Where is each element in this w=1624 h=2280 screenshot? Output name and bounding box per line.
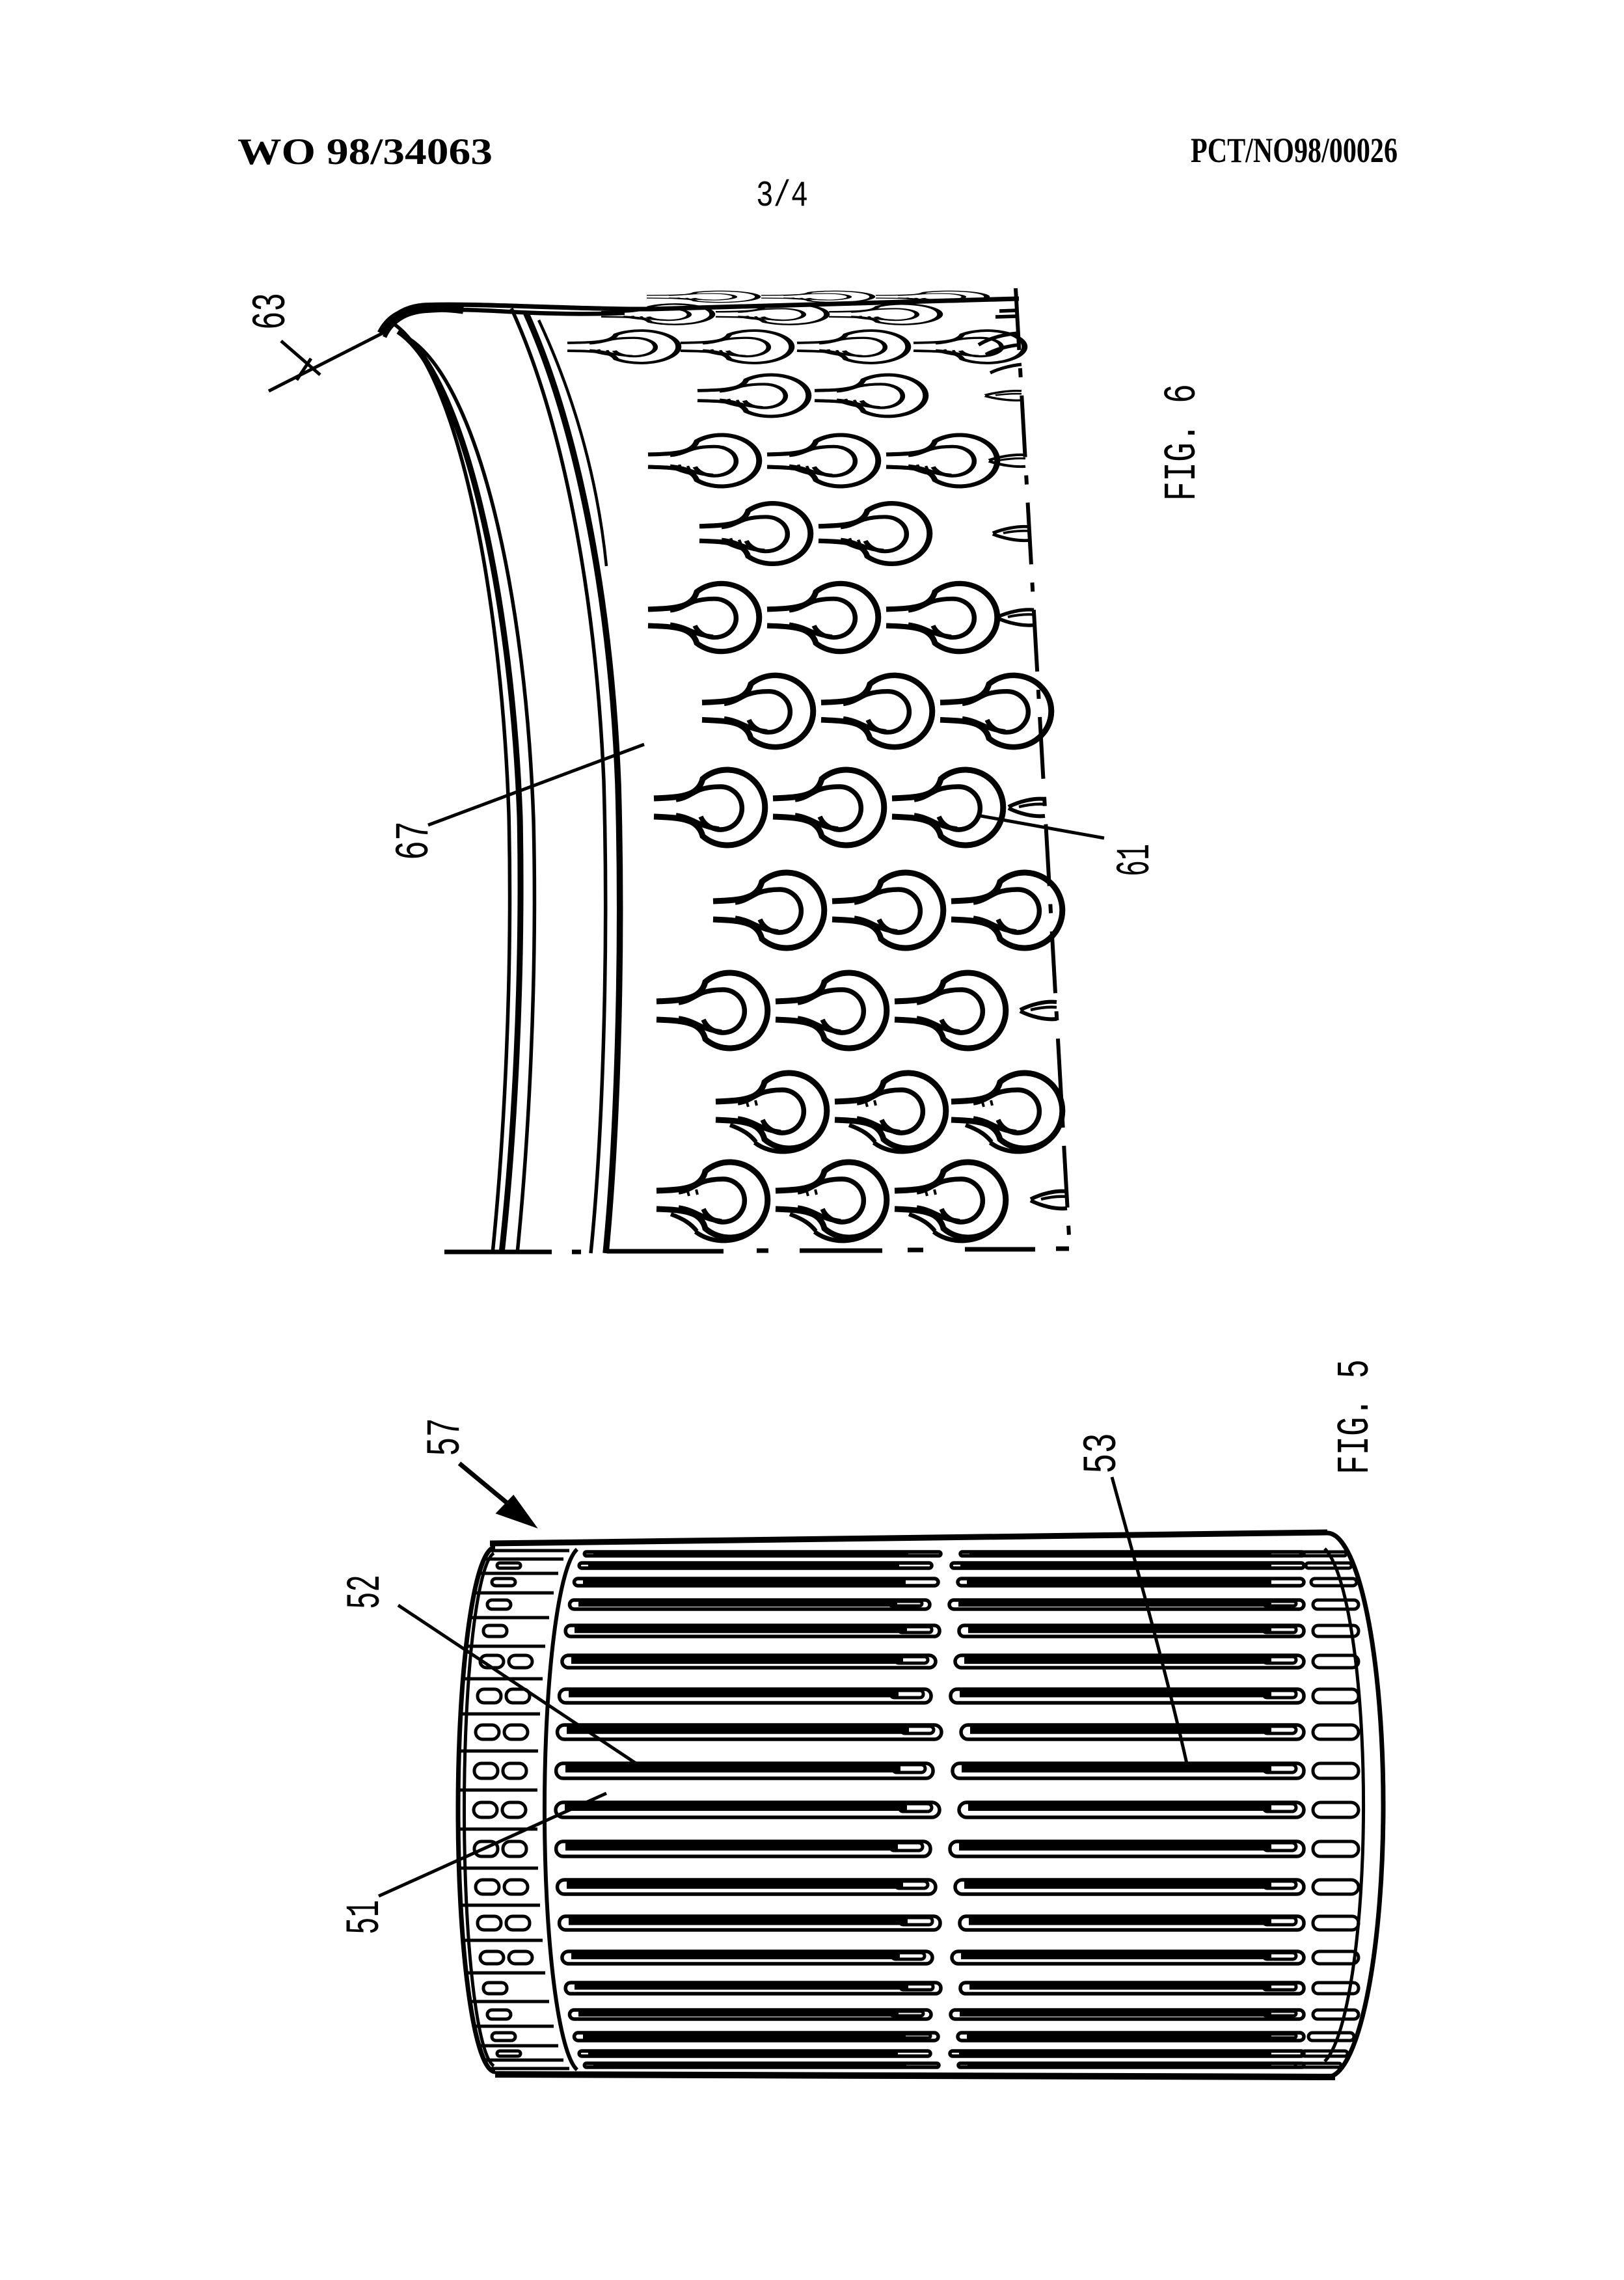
svg-text:63: 63 — [245, 293, 299, 330]
svg-text:3/4: 3/4 — [756, 175, 808, 217]
svg-text:51: 51 — [338, 1900, 392, 1934]
svg-text:57: 57 — [419, 1418, 473, 1456]
svg-text:52: 52 — [339, 1575, 393, 1609]
svg-text:FIG. 6: FIG. 6 — [1157, 384, 1209, 501]
svg-text:FIG. 5: FIG. 5 — [1331, 1359, 1382, 1474]
svg-text:PCT/NO98/00026: PCT/NO98/00026 — [1191, 131, 1398, 170]
svg-text:67: 67 — [388, 821, 442, 860]
svg-text:53: 53 — [1076, 1433, 1130, 1474]
svg-text:61: 61 — [1109, 844, 1163, 876]
svg-text:WO 98/34063: WO 98/34063 — [237, 131, 493, 172]
